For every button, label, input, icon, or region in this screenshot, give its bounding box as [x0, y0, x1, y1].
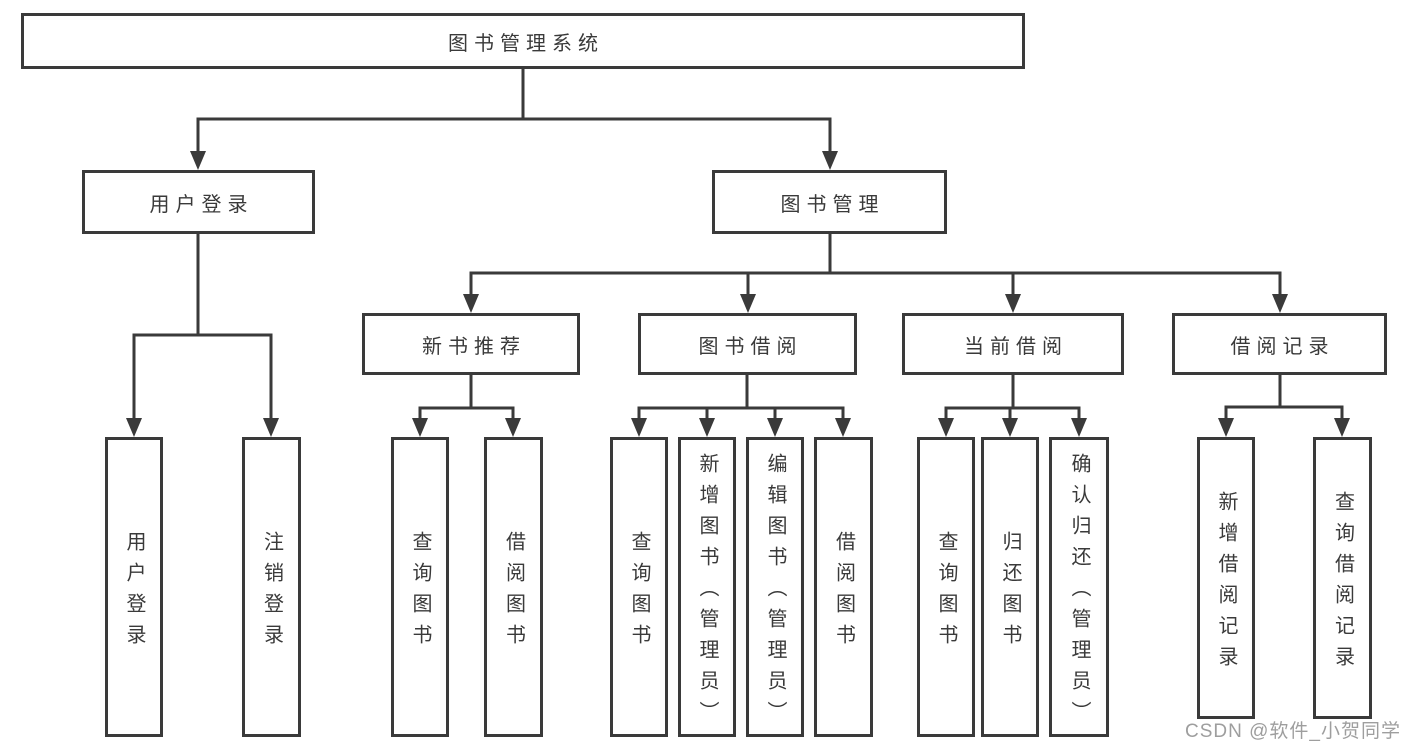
node-label: 当前借阅	[964, 335, 1068, 358]
leaf-edit-books-admin: 编辑图书（管理员）	[746, 437, 804, 737]
node-current-borrowing: 当前借阅	[902, 313, 1124, 375]
node-label: 图书管理	[780, 193, 885, 216]
node-label: 新增图书（管理员）	[696, 453, 718, 732]
node-book-borrowing: 图书借阅	[638, 313, 857, 375]
node-label: 图书管理系统	[448, 32, 604, 55]
node-label: 借阅记录	[1230, 335, 1335, 358]
leaf-query-books-recommend: 查询图书	[391, 437, 449, 737]
leaf-logout: 注销登录	[242, 437, 301, 737]
node-label: 用户登录	[149, 193, 254, 216]
node-label: 查询借阅记录	[1331, 490, 1354, 677]
leaf-borrow-books-recommend: 借阅图书	[484, 437, 543, 737]
arrowhead-icons	[126, 151, 1350, 437]
leaf-confirm-return-admin: 确认归还（管理员）	[1049, 437, 1109, 737]
node-label: 注销登录	[260, 530, 283, 655]
leaf-query-borrow-record: 查询借阅记录	[1313, 437, 1372, 719]
leaf-borrow-books: 借阅图书	[814, 437, 873, 737]
node-label: 确认归还（管理员）	[1068, 453, 1090, 732]
leaf-add-books-admin: 新增图书（管理员）	[678, 437, 736, 737]
node-label: 图书借阅	[698, 335, 803, 358]
node-book-management-module: 图书管理	[712, 170, 947, 234]
node-new-book-recommend: 新书推荐	[362, 313, 580, 375]
node-user-login-module: 用户登录	[82, 170, 315, 234]
csdn-watermark: CSDN @软件_小贺同学	[1185, 721, 1401, 742]
leaf-add-borrow-record: 新增借阅记录	[1197, 437, 1255, 719]
node-label: 查询图书	[628, 530, 650, 655]
leaf-return-books: 归还图书	[981, 437, 1039, 737]
node-label: 新增借阅记录	[1215, 490, 1237, 677]
node-label: 查询图书	[409, 530, 431, 655]
node-label: 编辑图书（管理员）	[764, 453, 786, 732]
node-label: 借阅图书	[832, 530, 855, 655]
node-label: 新书推荐	[422, 335, 526, 358]
node-borrow-records: 借阅记录	[1172, 313, 1387, 375]
node-label: 用户登录	[123, 530, 145, 655]
leaf-query-books-current: 查询图书	[917, 437, 975, 737]
node-label: 借阅图书	[502, 530, 525, 655]
node-label: 查询图书	[935, 530, 957, 655]
leaf-query-books-borrowing: 查询图书	[610, 437, 668, 737]
leaf-user-login: 用户登录	[105, 437, 163, 737]
node-label: 归还图书	[999, 530, 1021, 655]
node-root-system: 图书管理系统	[21, 13, 1025, 69]
